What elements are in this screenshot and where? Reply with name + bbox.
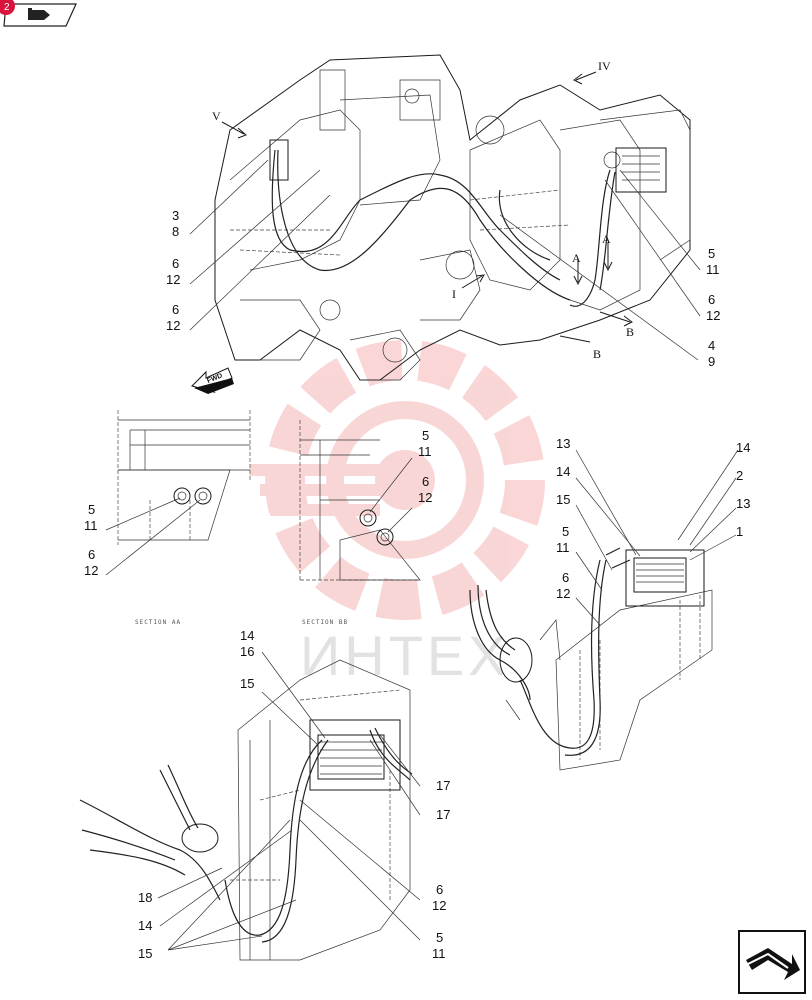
callout-11: 11 (706, 262, 720, 277)
arrow-forward-icon (746, 948, 800, 980)
callout-5: 5 (422, 428, 429, 443)
callout-6: 6 (708, 292, 715, 307)
callout-6: 6 (422, 474, 429, 489)
callout-18: 18 (138, 890, 152, 905)
callout-3: 3 (172, 208, 179, 223)
callout-9: 9 (708, 354, 715, 369)
callout-8: 8 (172, 224, 179, 239)
callout-11: 11 (418, 444, 432, 459)
callout-13: 13 (556, 436, 570, 451)
callout-6: 6 (88, 547, 95, 562)
section-bb-detail (299, 420, 421, 581)
callout-11: 11 (556, 540, 570, 555)
callout-12: 12 (166, 318, 180, 333)
callout-17: 17 (436, 778, 450, 793)
callout-14: 14 (138, 918, 152, 933)
section-a-label: A (572, 251, 581, 265)
section-b-label: B (626, 325, 634, 339)
oil-cooler-right (633, 557, 687, 593)
next-page-button[interactable] (738, 930, 806, 994)
filter-housing (269, 139, 289, 181)
section-b-label-2: B (593, 347, 601, 361)
callout-13: 13 (736, 496, 750, 511)
page-badge: 2 (0, 0, 15, 15)
callout-15: 15 (556, 492, 570, 507)
callout-12: 12 (432, 898, 446, 913)
callout-11: 11 (432, 946, 446, 961)
watermark-logo-icon (250, 340, 545, 620)
callout-16: 16 (240, 644, 254, 659)
view-v-arrow (221, 121, 247, 139)
callout-5: 5 (88, 502, 95, 517)
callout-2: 2 (736, 468, 743, 483)
right-leader-lines (575, 449, 739, 626)
callout-5: 5 (708, 246, 715, 261)
callout-4: 4 (708, 338, 715, 353)
callout-14: 14 (240, 628, 254, 643)
oil-cooler-lower (317, 734, 385, 780)
top-nav-button[interactable] (2, 2, 78, 28)
section-aa-title: SECTION AA (135, 619, 181, 626)
callout-6: 6 (172, 302, 179, 317)
oil-cooler-top (615, 147, 667, 193)
svg-text:2: 2 (4, 2, 10, 13)
section-a-label-2: A (602, 232, 611, 246)
callout-5: 5 (562, 524, 569, 539)
view-i-arrow (461, 274, 485, 289)
callout-14: 14 (556, 464, 570, 479)
watermark-text: ИНТЕХ (300, 624, 510, 687)
callout-5: 5 (436, 930, 443, 945)
callout-12: 12 (556, 586, 570, 601)
callout-12: 12 (706, 308, 720, 323)
callout-15: 15 (240, 676, 254, 691)
callout-6: 6 (172, 256, 179, 271)
view-v-label: V (212, 109, 221, 123)
upper-leader-lines (189, 159, 701, 361)
callout-12: 12 (84, 563, 98, 578)
callout-15: 15 (138, 946, 152, 961)
callout-1: 1 (736, 524, 743, 539)
view-iv-arrow (573, 71, 597, 85)
callout-17: 17 (436, 807, 450, 822)
section-bb-title: SECTION BB (302, 619, 348, 626)
lower-cooler-detail (79, 659, 413, 961)
upper-machine-assembly (214, 54, 691, 381)
callout-14: 14 (736, 440, 750, 455)
view-i-label: I (452, 287, 456, 301)
callout-11: 11 (84, 518, 98, 533)
callout-6: 6 (562, 570, 569, 585)
lower-leader-lines (157, 651, 421, 951)
section-aa-detail (105, 410, 251, 576)
callout-6: 6 (436, 882, 443, 897)
view-iv-label: IV (598, 59, 611, 73)
forward-direction-arrow-icon: FWD (191, 367, 234, 394)
arrow-back-icon (28, 10, 50, 20)
callout-12: 12 (166, 272, 180, 287)
callout-12: 12 (418, 490, 432, 505)
